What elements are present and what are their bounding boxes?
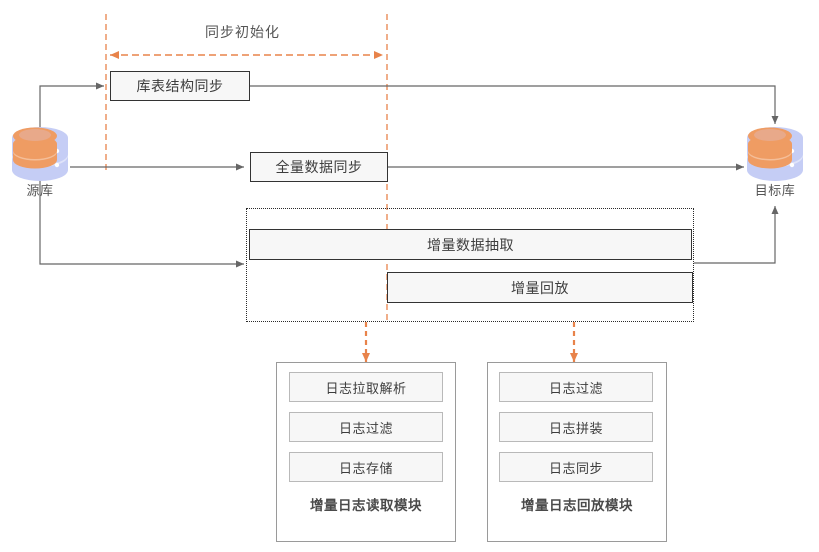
step-box-schema-sync[interactable]: 库表结构同步 (110, 71, 250, 101)
module-container-log-replay (487, 362, 667, 542)
edge-incremental-replay-to-target (694, 206, 779, 264)
module-item-log-filter-read[interactable]: 日志过滤 (289, 412, 443, 442)
module-item-log-assemble[interactable]: 日志拼装 (499, 412, 653, 442)
source-database-icon (12, 127, 68, 181)
module-title-log-replay: 增量日志回放模块 (521, 498, 633, 513)
edge-schema-sync-to-target (250, 85, 779, 124)
module-item-log-filter-replay[interactable]: 日志过滤 (499, 372, 653, 402)
module-item-log-pull-parse[interactable]: 日志拉取解析 (289, 372, 443, 402)
step-box-full-data-sync[interactable]: 全量数据同步 (250, 152, 388, 182)
source-db-label: 源库 (26, 183, 54, 198)
module-item-log-storage[interactable]: 日志存储 (289, 452, 443, 482)
step-box-incremental-extract[interactable]: 增量数据抽取 (249, 229, 692, 260)
target-db-label: 目标库 (754, 183, 796, 198)
edge-source-to-incremental-extract (39, 180, 244, 268)
incremental-sync-group (246, 208, 694, 322)
module-container-log-read (276, 362, 456, 542)
step-box-incremental-replay[interactable]: 增量回放 (387, 272, 693, 303)
phase-label: 同步初始化 (205, 24, 280, 40)
target-database-icon (747, 127, 803, 181)
module-title-log-read: 增量日志读取模块 (310, 498, 422, 513)
module-item-log-sync[interactable]: 日志同步 (499, 452, 653, 482)
